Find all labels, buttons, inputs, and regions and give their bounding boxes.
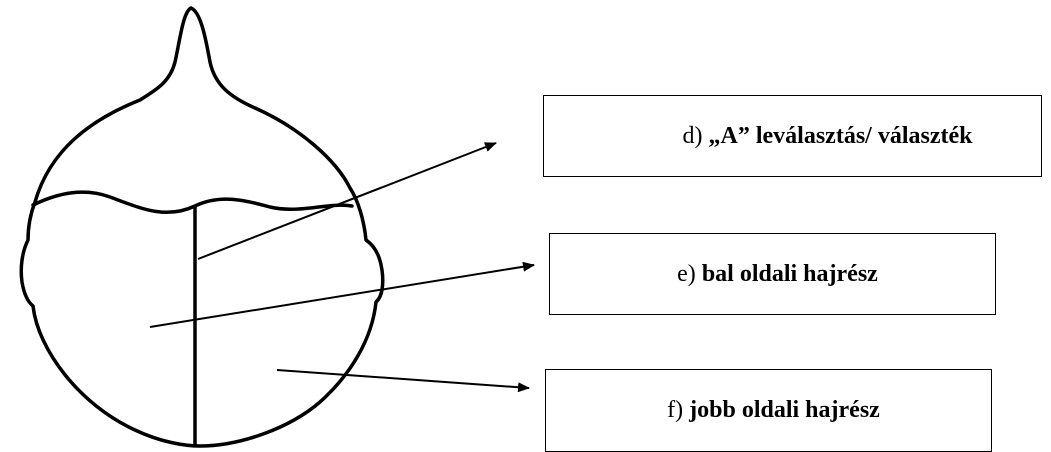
arrow-f [276,369,530,393]
arrow-d [197,142,497,260]
label-box-f: f) jobb oldali hajrész [545,369,992,452]
head-outline [19,6,385,448]
label-f-letter: f) [667,397,684,423]
label-f-text: jobb oldali hajrész [689,397,880,423]
label-box-e: e) bal oldali hajrész [549,233,996,315]
front-hairline [31,190,354,215]
label-box-d: d) „A” leválasztás/ választék [543,95,1042,177]
arrow-e [149,261,535,328]
label-e-letter: e) [677,260,696,287]
label-d-text: „A” leválasztás/ választék [708,122,973,149]
label-d-letter: d) [682,122,703,149]
label-e-text: bal oldali hajrész [701,260,878,287]
